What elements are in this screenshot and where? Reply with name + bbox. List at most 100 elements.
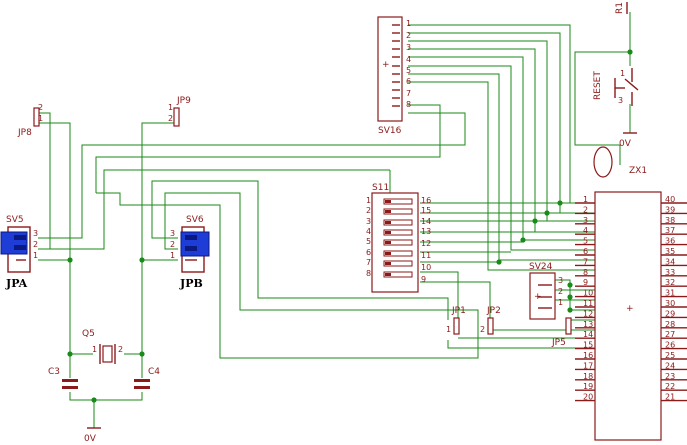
zx1-pin-number-right: 35 [665, 247, 675, 256]
jp8-pin-1: 1 [38, 114, 43, 123]
zx1-pin-number-right: 25 [665, 351, 675, 360]
ground-right: 0V [619, 132, 637, 149]
sv6-pin-3: 3 [170, 229, 175, 238]
s11-pin-3: 3 [366, 217, 371, 226]
sv5-pin-3: 3 [33, 229, 38, 238]
zx1-pin-number-left: 17 [583, 361, 593, 370]
zx1-pin-number-right: 39 [665, 205, 675, 214]
sv6-label: SV6 [186, 215, 204, 225]
zx1-pin-number-left: 20 [583, 393, 593, 402]
zx1-pin-number-right: 24 [665, 361, 675, 370]
sv6-header: 3 2 1 SV6 JPB [170, 215, 210, 290]
jpb-label: JPB [179, 277, 203, 290]
jp8-label: JP8 [17, 128, 32, 138]
sv5-pin-1: 1 [33, 251, 38, 260]
sv24-pin-3: 3 [558, 276, 563, 285]
s11-pin-8: 8 [366, 269, 371, 278]
q5-label: Q5 [82, 329, 95, 339]
sv16-pin-2: 2 [406, 31, 411, 40]
zx1-pin-number-left: 4 [583, 226, 588, 235]
zx1-pin-number-left: 7 [583, 257, 588, 266]
zx1-pin-number-right: 26 [665, 341, 675, 350]
reset-label: RESET [593, 71, 603, 100]
s11-pin-11: 11 [421, 251, 431, 260]
reset-pin-3: 3 [618, 96, 623, 105]
s11-pin-7: 7 [366, 258, 371, 267]
gnd-bottom-label: 0V [84, 434, 97, 444]
zx1-pin-number-right: 21 [665, 393, 675, 402]
sv6-pin-1: 1 [170, 251, 175, 260]
jp2-pin-2: 2 [480, 325, 485, 334]
s11-pin-12: 12 [421, 239, 431, 248]
sv24-plus: + [534, 292, 542, 302]
jp9-pin-1: 1 [168, 103, 173, 112]
jp1-pin-1: 1 [446, 325, 451, 334]
wires [38, 12, 631, 428]
jp9-jumper: 1 2 JP9 [168, 96, 191, 127]
r1-resistor: R1 [615, 2, 628, 14]
reset-pin-1: 1 [620, 69, 625, 78]
zx1-pin-number-left: 9 [583, 278, 588, 287]
zx1-pin-number-left: 2 [583, 205, 588, 214]
s11-dip-switch: 1 2 3 4 5 6 7 8 16 15 14 13 12 11 10 9 S… [366, 183, 431, 293]
zx1-pin-number-left: 19 [583, 382, 593, 391]
jp9-label: JP9 [176, 96, 191, 106]
jp5-jumper: JP5 [551, 317, 572, 348]
zx1-pin-number-right: 37 [665, 226, 675, 235]
sv6-pin-2: 2 [170, 240, 175, 249]
zx1-pin-number-left: 15 [583, 341, 593, 350]
zx1-pin-number-right: 29 [665, 309, 675, 318]
sv24-header: + 3 2 1 SV24 [529, 262, 563, 320]
ground-bottom: 0V [84, 427, 101, 444]
sv5-header: 3 2 1 SV5 JPA [0, 215, 38, 290]
sv24-pin-2: 2 [558, 287, 563, 296]
zx1-pin-number-right: 28 [665, 320, 675, 329]
sv24-label: SV24 [529, 262, 553, 272]
s11-pin-5: 5 [366, 237, 371, 246]
c4-label: C4 [148, 367, 160, 377]
zx1-pin-number-right: 33 [665, 268, 675, 277]
zx1-pin-number-left: 3 [583, 216, 588, 225]
s11-pin-14: 14 [421, 217, 431, 226]
sv16-pin-4: 4 [406, 55, 411, 64]
jp2-jumper: 2 JP2 [480, 306, 501, 335]
zx1-pin-number-left: 14 [583, 330, 593, 339]
zx1-pin-number-left: 6 [583, 247, 588, 256]
zx1-pin-number-left: 10 [583, 289, 593, 298]
sv16-plus: + [382, 60, 390, 70]
zx1-pin-number-right: 40 [665, 195, 675, 204]
sv16-pin-1: 1 [406, 19, 411, 28]
s11-pin-9: 9 [421, 275, 426, 284]
zx1-pin-number-right: 22 [665, 382, 675, 391]
junction-dots [67, 49, 633, 403]
zx1-pin-number-right: 31 [665, 289, 675, 298]
jp2-label: JP2 [486, 306, 501, 316]
zx1-pin-number-right: 36 [665, 237, 675, 246]
sv16-header: + 1 2 3 4 5 6 7 8 SV16 [377, 16, 411, 136]
gnd-right-label: 0V [619, 139, 632, 149]
jp9-pin-2: 2 [168, 114, 173, 123]
zx1-pin-number-left: 12 [583, 309, 593, 318]
c4-capacitor: C4 [134, 367, 160, 389]
sv5-label: SV5 [6, 215, 24, 225]
zx1-pin-number-right: 32 [665, 278, 675, 287]
jp1-label: JP1 [451, 306, 466, 316]
jp8-jumper: 2 1 JP8 [17, 103, 43, 138]
sv16-pin-6: 6 [406, 77, 411, 86]
s11-pin-1: 1 [366, 196, 371, 205]
zx1-pin-number-left: 16 [583, 351, 593, 360]
s11-label: S11 [372, 183, 389, 193]
sv24-pin-1: 1 [558, 298, 563, 307]
zx1-pin-number-right: 38 [665, 216, 675, 225]
c3-label: C3 [48, 367, 60, 377]
reset-switch: 1 3 RESET [593, 68, 639, 106]
zx1-pin-number-left: 18 [583, 372, 593, 381]
q5-crystal: 1 2 Q5 [82, 329, 123, 364]
zx1-pin-number-right: 34 [665, 257, 675, 266]
s11-pin-10: 10 [421, 263, 431, 272]
s11-pin-6: 6 [366, 248, 371, 257]
sv16-pin-7: 7 [406, 89, 411, 98]
zx1-center-plus: + [626, 304, 634, 314]
